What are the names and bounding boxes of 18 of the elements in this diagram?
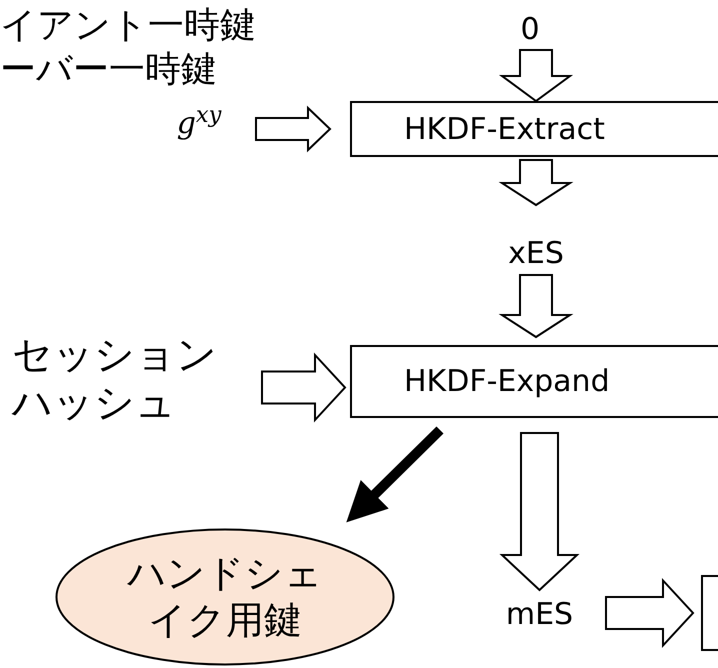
block-arrow <box>498 159 574 206</box>
formula-label: g$^{xy}$ <box>168 104 230 144</box>
key-ellipse: ハンドシェイク用鍵 <box>55 528 395 666</box>
block-arrow <box>498 49 574 102</box>
value-label: xES <box>495 238 577 270</box>
input-label: 0 <box>515 12 545 48</box>
block-arrow <box>499 432 580 592</box>
value-label: mES <box>492 597 587 633</box>
process-box: HKDF-Extract <box>350 101 718 157</box>
label-text: イアント一時鍵 <box>0 8 256 44</box>
block-arrow <box>605 578 694 648</box>
process-box: HKDF-Expand <box>350 345 718 418</box>
label-text: ーバー一時鍵 <box>0 52 217 88</box>
block-arrow <box>261 352 346 423</box>
block-arrow <box>255 106 332 152</box>
block-arrow <box>498 274 574 338</box>
input-label: セッションハッシュ <box>12 328 262 430</box>
arrow <box>346 426 444 522</box>
